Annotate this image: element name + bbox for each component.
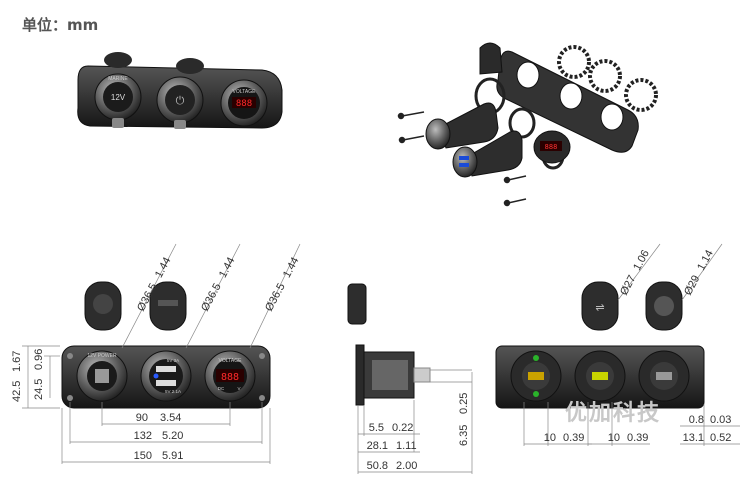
dia1-inch-label: 1.44 — [153, 255, 174, 280]
h-total-label: 42.5 — [11, 381, 23, 402]
dia27-inch-label: 1.06 — [631, 248, 652, 273]
exploded-view: 888 — [397, 42, 658, 207]
side-labels: 5.5 0.22 28.1 1.11 50.8 2.00 6.35 0.25 — [367, 393, 470, 472]
d08-label: 0.8 — [689, 414, 704, 426]
h-half-label: 24.5 — [33, 379, 45, 400]
front-dimension-lines — [22, 243, 301, 464]
d10a-inch-label: 0.39 — [563, 432, 584, 444]
dia29-inch-label: 1.14 — [695, 248, 716, 273]
d508-inch-label: 2.00 — [396, 460, 417, 472]
dia3-label: Ø36.5 — [263, 281, 288, 313]
front-outlet-text: 12V POWER — [87, 353, 117, 359]
dia29-label: Ø29 — [682, 273, 702, 297]
d10b-label: 10 — [608, 432, 620, 444]
front-volt-v: V — [237, 386, 240, 391]
d508-label: 50.8 — [367, 460, 388, 472]
w150-label: 150 — [134, 450, 152, 462]
side-dimension-lines — [357, 369, 473, 474]
front-view: 12V POWER 5V 3A 5V 2.1A 888 VOLTAGE DC V — [61, 281, 271, 409]
svg-text:888: 888 — [545, 143, 558, 151]
back-usb-icon: ⇌ — [595, 302, 604, 314]
product-photo: 12V MARINE ⏻ 888 VOLTAGE — [77, 52, 283, 129]
d281-label: 28.1 — [367, 440, 388, 452]
back-view: ⇌ — [495, 281, 705, 409]
side-view — [347, 283, 431, 406]
d281-inch-label: 1.11 — [396, 440, 417, 452]
w90-label: 90 — [136, 412, 148, 424]
w132-label: 132 — [134, 430, 152, 442]
d131-inch-label: 0.52 — [710, 432, 731, 444]
dia3-inch-label: 1.44 — [281, 255, 302, 280]
d08-inch-label: 0.03 — [710, 414, 731, 426]
outlet-label-text: MARINE — [108, 76, 128, 82]
h-half-inch-label: 0.96 — [33, 349, 45, 370]
w132-inch-label: 5.20 — [162, 430, 183, 442]
w90-inch-label: 3.54 — [160, 412, 181, 424]
dia2-inch-label: 1.44 — [217, 255, 238, 280]
w150-inch-label: 5.91 — [162, 450, 183, 462]
usb-b-text: 5V 2.1A — [165, 389, 181, 394]
svg-text:888: 888 — [236, 99, 252, 109]
usb-a-text: 5V 3A — [167, 358, 179, 363]
d10b-inch-label: 0.39 — [627, 432, 648, 444]
d10a-label: 10 — [544, 432, 556, 444]
front-width-labels: 90 3.54 132 5.20 150 5.91 — [134, 412, 184, 462]
d635-inch-label: 0.25 — [458, 393, 470, 414]
d131-label: 13.1 — [683, 432, 704, 444]
back-labels: 10 0.39 10 0.39 0.8 0.03 13.1 0.52 — [544, 414, 732, 444]
svg-text:888: 888 — [221, 372, 239, 383]
front-volt-dc: DC — [218, 386, 225, 391]
dia2-label: Ø36.5 — [199, 281, 224, 313]
usb-icon: ⏻ — [176, 95, 185, 107]
d55-label: 5.5 — [369, 422, 384, 434]
h-total-inch-label: 1.67 — [11, 351, 23, 372]
volt-label-text: VOLTAGE — [233, 89, 257, 95]
d635-label: 6.35 — [458, 425, 470, 446]
d55-inch-label: 0.22 — [392, 422, 413, 434]
back-dimension-lines — [523, 243, 740, 446]
watermark: 优加科技 — [565, 401, 662, 426]
unit-label: 单位：mm — [22, 16, 99, 34]
front-volt-text: VOLTAGE — [219, 358, 243, 364]
outlet-voltage-text: 12V — [111, 93, 126, 102]
front-height-labels: 42.5 1.67 24.5 0.96 — [11, 349, 45, 402]
